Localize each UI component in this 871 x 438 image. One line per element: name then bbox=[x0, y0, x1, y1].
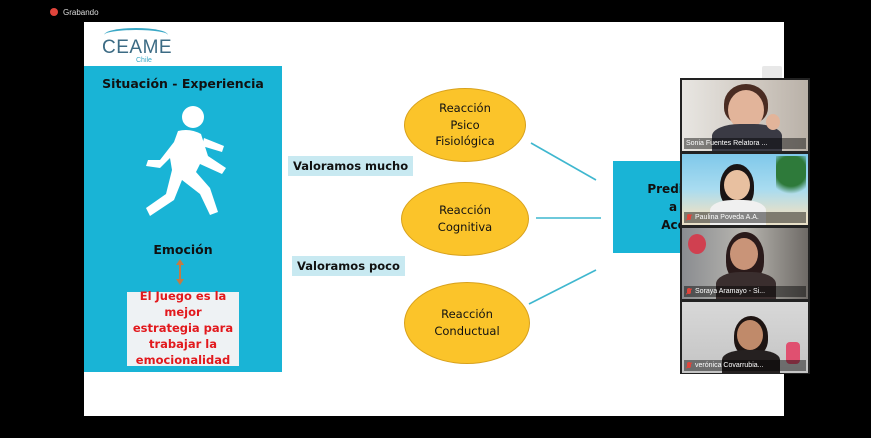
participant-tile[interactable]: Paulina Poveda A.A. bbox=[682, 154, 808, 225]
value-high-label: Valoramos mucho bbox=[288, 156, 414, 176]
reaction-cognitive: Reacción Cognitiva bbox=[401, 182, 529, 256]
reaction-2-line2: Cognitiva bbox=[437, 220, 493, 234]
predisposition-line3: Acc bbox=[661, 218, 685, 232]
participants-panel: Sonia Fuentes Relatora ... Paulina Poved… bbox=[680, 78, 810, 374]
participant-tile[interactable]: Soraya Aramayo - Si... bbox=[682, 228, 808, 299]
ceame-logo: CEAME Chile bbox=[98, 28, 178, 68]
muted-mic-icon bbox=[686, 361, 692, 370]
record-icon bbox=[50, 8, 58, 16]
participant-name-bar: Paulina Poveda A.A. bbox=[684, 212, 806, 223]
reaction-1-line2: Psico bbox=[450, 117, 480, 132]
situation-title: Situación - Experiencia bbox=[102, 76, 264, 91]
participant-tile[interactable]: verónica Covarrubia... bbox=[682, 302, 808, 373]
logo-name: CEAME bbox=[102, 37, 173, 58]
participant-name-bar: Sonia Fuentes Relatora ... bbox=[684, 138, 806, 149]
recording-indicator: Grabando bbox=[50, 5, 99, 19]
participant-name: Paulina Poveda A.A. bbox=[695, 214, 759, 221]
reaction-1-line1: Reacción bbox=[439, 100, 491, 115]
muted-mic-icon bbox=[686, 213, 692, 222]
logo-sub: Chile bbox=[136, 57, 152, 64]
participant-name-bar: verónica Covarrubia... bbox=[684, 360, 806, 371]
reaction-psychophysiological: Reacción Psico Fisiológica bbox=[404, 88, 526, 162]
connector-lines bbox=[528, 142, 601, 305]
situation-panel: Situación - Experiencia Emoción El Juego… bbox=[84, 66, 282, 372]
up-down-arrow-icon bbox=[176, 259, 184, 285]
reaction-behavioral: Reacción Conductual bbox=[404, 282, 530, 364]
reaction-1-line3: Fisiológica bbox=[435, 134, 495, 149]
participant-name-bar: Soraya Aramayo - Si... bbox=[684, 286, 806, 297]
emotion-label: Emoción bbox=[153, 242, 213, 257]
running-child-icon bbox=[146, 106, 226, 216]
reaction-3-line2: Conductual bbox=[434, 324, 500, 338]
value-low-label: Valoramos poco bbox=[292, 256, 405, 276]
participant-name: Sonia Fuentes Relatora ... bbox=[686, 140, 768, 147]
participant-tile[interactable]: Sonia Fuentes Relatora ... bbox=[682, 80, 808, 151]
predisposition-line2: a bbox=[668, 200, 678, 214]
participant-name: Soraya Aramayo - Si... bbox=[695, 288, 766, 295]
recording-label: Grabando bbox=[63, 7, 99, 17]
muted-mic-icon bbox=[686, 287, 692, 296]
game-strategy-box: El Juego es la mejor estrategia para tra… bbox=[127, 289, 239, 367]
reaction-3-line1: Reacción bbox=[441, 307, 493, 322]
participant-name: verónica Covarrubia... bbox=[695, 362, 764, 369]
reaction-2-line1: Reacción bbox=[439, 203, 491, 218]
game-strategy-text: El Juego es la mejor estrategia para tra… bbox=[132, 289, 234, 367]
shared-slide: CEAME Chile Situación - Experiencia Emoc… bbox=[84, 22, 784, 416]
